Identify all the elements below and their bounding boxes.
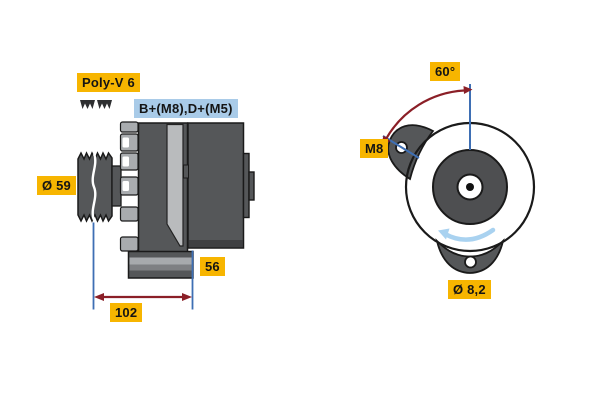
poly-v-belt-profile-icon xyxy=(80,100,112,109)
rotation-ccw-arrow-icon xyxy=(438,227,496,242)
rear-housing-shadow-band xyxy=(189,240,243,247)
m8-axis-line xyxy=(382,135,420,159)
dimension-arrow-102 xyxy=(94,293,192,301)
label-mount-thread: M8 xyxy=(360,139,389,158)
terminal-block xyxy=(242,152,255,219)
front-bracket-vents xyxy=(119,121,139,252)
label-terminals: B+(M8),D+(M5) xyxy=(134,99,238,118)
pulley-hub xyxy=(111,165,122,207)
front-view xyxy=(381,84,536,274)
label-belt-type: Poly-V 6 xyxy=(77,73,140,92)
label-dim-56: 56 xyxy=(200,257,225,276)
rear-housing-step xyxy=(183,164,189,179)
mounting-foot xyxy=(127,250,194,279)
label-mount-hole-diameter: Ø 8,2 xyxy=(448,280,491,299)
rear-housing xyxy=(187,122,245,249)
label-pulley-diameter: Ø 59 xyxy=(37,176,76,195)
side-view xyxy=(77,100,255,310)
vent-slots xyxy=(122,137,129,191)
label-dim-102: 102 xyxy=(110,303,143,322)
label-mount-angle: 60° xyxy=(430,62,461,81)
shaft-center-mark xyxy=(466,183,474,191)
housing-light-panel xyxy=(166,123,184,247)
pulley-break-line xyxy=(91,153,97,221)
lug-hole-bottom xyxy=(464,255,477,269)
